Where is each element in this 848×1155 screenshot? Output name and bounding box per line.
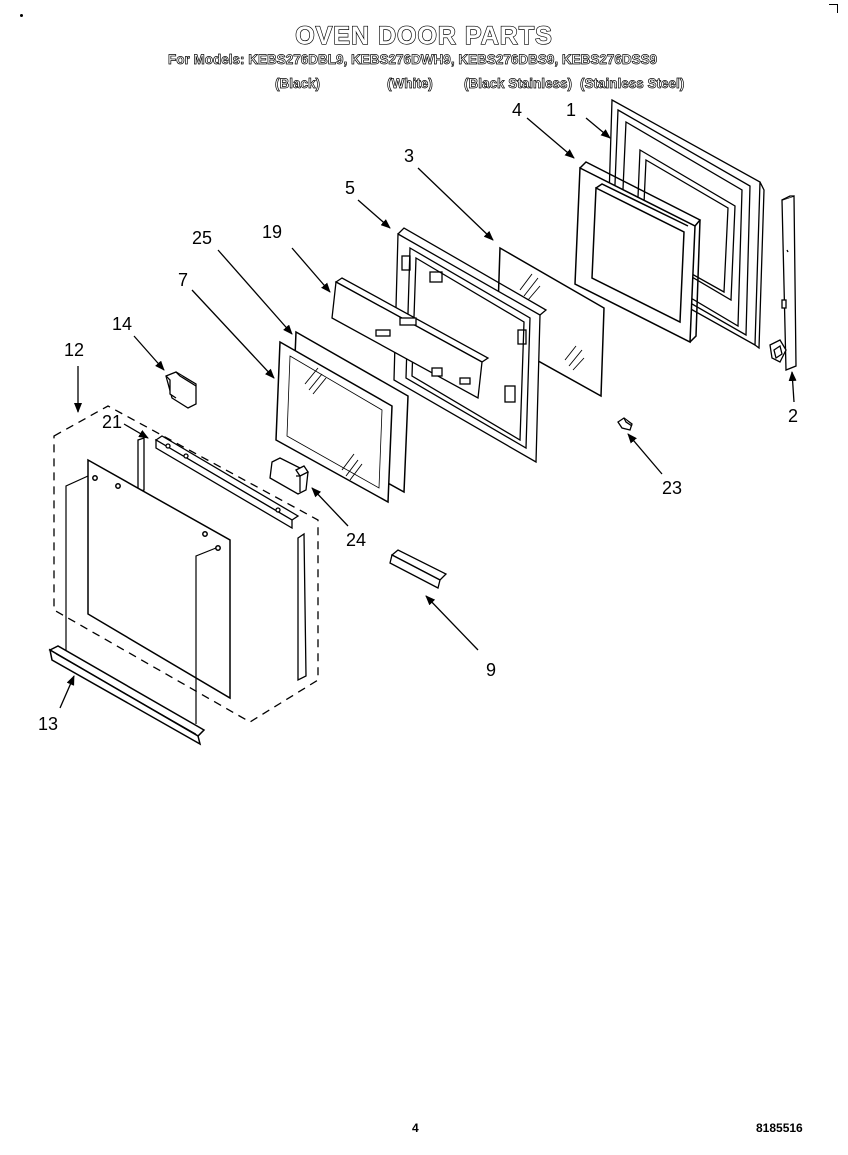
page-title: OVEN DOOR PARTS xyxy=(295,21,553,50)
part-label-23: 23 xyxy=(662,478,682,498)
speck-mark xyxy=(20,14,23,17)
door-outer-panel xyxy=(87,458,231,700)
part-19-heat-shield xyxy=(331,277,490,400)
part-label-2: 2 xyxy=(788,406,798,426)
part-23-spacer xyxy=(617,417,633,431)
finish-black: (Black) xyxy=(275,76,321,92)
part-4-door-frame xyxy=(574,161,702,344)
model-list: For Models: KEBS276DBL9, KEBS276DWH9, KE… xyxy=(168,52,658,68)
part-2-side-channel xyxy=(769,195,797,371)
alignment-lines xyxy=(65,475,217,724)
part-label-7: 7 xyxy=(178,270,188,290)
part-12-outer-door-assembly xyxy=(53,405,319,723)
part-label-9: 9 xyxy=(486,660,496,680)
part-9-trim-strip xyxy=(389,549,448,589)
part-13-bottom-trim xyxy=(48,645,206,746)
corner-mark xyxy=(829,4,838,13)
part-7-glass-panel xyxy=(275,340,393,504)
part-label-12: 12 xyxy=(64,340,84,360)
document-number: 8185516 xyxy=(756,1121,803,1135)
door-side-rails xyxy=(137,437,307,682)
part-label-19: 19 xyxy=(262,222,282,242)
finish-stainless-steel: (Stainless Steel) xyxy=(580,76,685,92)
finish-black-stainless: (Black Stainless) xyxy=(464,76,573,92)
part-label-24: 24 xyxy=(346,530,366,550)
part-label-4: 4 xyxy=(512,100,522,120)
part-21-top-bar xyxy=(154,435,300,530)
leader-lines xyxy=(59,117,797,709)
part-label-1: 1 xyxy=(566,100,576,120)
part-label-25: 25 xyxy=(192,228,212,248)
page-number: 4 xyxy=(412,1121,419,1135)
part-14-clip xyxy=(165,371,197,409)
part-label-21: 21 xyxy=(102,412,122,432)
part-label-3: 3 xyxy=(404,146,414,166)
part-label-5: 5 xyxy=(345,178,355,198)
part-label-13: 13 xyxy=(38,714,58,734)
finish-white: (White) xyxy=(387,76,433,92)
part-label-14: 14 xyxy=(112,314,132,334)
part-24-bracket xyxy=(269,457,309,495)
